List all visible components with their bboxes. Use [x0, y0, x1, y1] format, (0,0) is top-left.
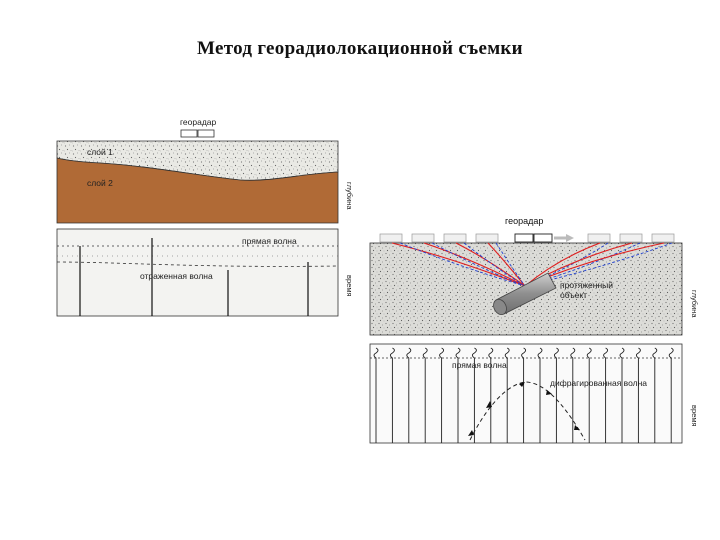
- left-reflected-wave-trace: [56, 261, 339, 267]
- wiggle-trace: [504, 347, 510, 443]
- antenna-position: [443, 233, 467, 243]
- ray-path-blue: [399, 242, 526, 287]
- left-geology-section: георадар слой 1 слой 2 глубина: [56, 117, 354, 224]
- right-antenna-tx: [514, 233, 534, 243]
- wiggle-traces: [373, 347, 674, 443]
- wiggle-trace: [439, 347, 445, 443]
- ray-path-blue: [524, 242, 609, 287]
- wiggle-trace: [537, 347, 543, 443]
- page-title: Метод георадиолокационной съемки: [197, 38, 523, 59]
- wiggle-trace: [455, 347, 461, 443]
- right-direct-wave-label: прямая волна: [452, 360, 507, 370]
- ray-path-red: [524, 242, 601, 287]
- right-radargram-frame: [369, 343, 683, 444]
- wiggle-trace: [570, 347, 576, 443]
- hyperbola-mark: [546, 390, 552, 395]
- hyperbola-mark: [574, 425, 580, 430]
- right-depth-axis-label: глубина: [690, 290, 699, 318]
- antenna-position: [651, 233, 675, 243]
- right-radargram: прямая волна дифрагированная волна время: [369, 343, 699, 444]
- wiggle-trace: [521, 347, 527, 443]
- wiggle-trace: [389, 347, 395, 443]
- wiggle-trace: [373, 347, 379, 443]
- left-antenna-tx: [180, 129, 198, 138]
- wiggle-trace: [553, 347, 559, 443]
- ray-path-blue: [495, 242, 526, 287]
- wiggle-trace: [422, 347, 428, 443]
- hyperbola-mark: [519, 382, 525, 387]
- ray-path-blue: [431, 242, 526, 287]
- right-geology-section: георадар протяженный объект глубина: [369, 216, 699, 336]
- antenna-position: [587, 233, 611, 243]
- antenna-position: [379, 233, 403, 243]
- antenna-position: [619, 233, 643, 243]
- diffracted-wave-label: дифрагированная волна: [550, 378, 647, 388]
- right-time-axis-label: время: [690, 405, 699, 427]
- ray-path-blue: [524, 242, 641, 287]
- wiggle-trace: [406, 347, 412, 443]
- right-antenna-rx: [533, 233, 553, 243]
- antenna-position: [475, 233, 499, 243]
- layer-1-label: слой 1: [87, 147, 113, 157]
- antenna-positions: [379, 233, 675, 243]
- left-georadar-label: георадар: [180, 117, 217, 127]
- wiggle-trace: [586, 347, 592, 443]
- layer-2-label: слой 2: [87, 178, 113, 188]
- hyperbola-mark: [468, 430, 474, 436]
- left-time-axis-label: время: [345, 275, 354, 297]
- wiggle-trace: [652, 347, 658, 443]
- wiggle-trace: [619, 347, 625, 443]
- move-direction-arrowhead: [566, 234, 574, 242]
- wiggle-trace: [471, 347, 477, 443]
- extended-object-end: [493, 298, 507, 316]
- layer-2: [56, 157, 339, 224]
- left-radargram: прямая волна отраженная волна время: [56, 228, 354, 317]
- wiggle-trace: [635, 347, 641, 443]
- right-georadar-label: георадар: [505, 216, 543, 226]
- hyperbola-mark: [486, 401, 492, 408]
- object-label-line1: протяженный: [560, 280, 613, 290]
- object-label-line2: объект: [560, 290, 587, 300]
- left-radargram-frame: [56, 228, 339, 317]
- ray-paths: [391, 242, 673, 287]
- diffraction-hyperbola: [469, 381, 586, 441]
- left-antenna-rx: [197, 129, 215, 138]
- antenna-position: [411, 233, 435, 243]
- ray-path-red: [423, 242, 526, 287]
- wiggle-trace: [668, 347, 674, 443]
- left-direct-wave-label: прямая волна: [242, 236, 297, 246]
- ray-path-blue: [463, 242, 526, 287]
- left-reflected-wave-label: отраженная волна: [140, 271, 213, 281]
- wiggle-trace: [603, 347, 609, 443]
- left-depth-axis-label: глубина: [345, 182, 354, 210]
- wiggle-trace: [488, 347, 494, 443]
